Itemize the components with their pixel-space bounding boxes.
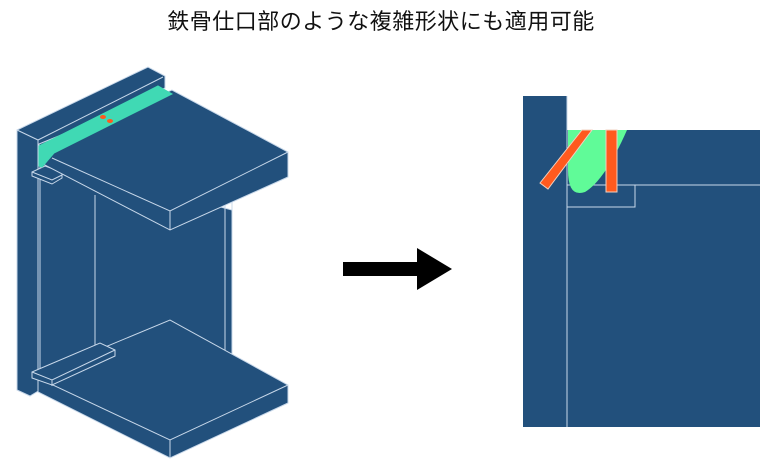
orange-marker (100, 115, 106, 119)
arrow-right-icon (343, 248, 452, 290)
orange-bar-vertical (605, 129, 618, 193)
orange-marker (107, 119, 113, 123)
isometric-steel-joint (16, 66, 289, 459)
column-section (523, 96, 567, 427)
orange-bar-diagonal (539, 129, 593, 190)
diagram-title: 鉄骨仕口部のような複雑形状にも適用可能 (167, 10, 595, 35)
bottom-stiffener (31, 342, 116, 386)
weld-bead-teal (38, 85, 174, 168)
beam-section (567, 130, 760, 427)
cross-section-detail (523, 96, 760, 427)
